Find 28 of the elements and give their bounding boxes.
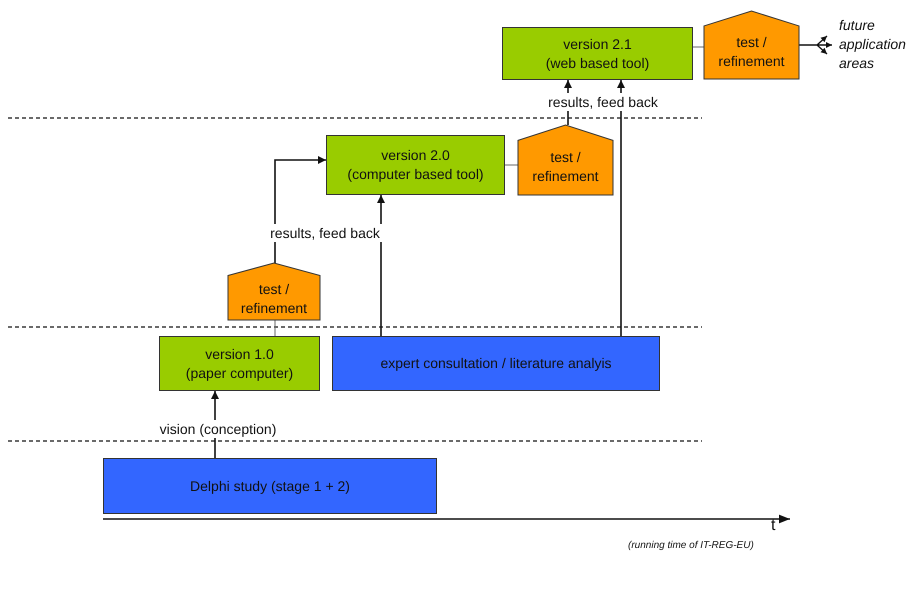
node-text: future application areas [839,16,907,72]
node-text: test / refinement [240,280,308,318]
node-text: version 2.1 [563,34,632,54]
node-text: (paper computer) [186,364,294,382]
test-pentagon [228,263,320,320]
node-text: version 1.0 [205,344,274,364]
node-text: (web based tool) [546,54,650,72]
version-box [326,135,505,195]
connector-line [504,164,518,166]
version-box [159,336,320,391]
fork-arrow [798,35,833,55]
process-box [332,336,660,391]
connector-line [274,320,276,336]
connector-line [692,46,704,48]
node-text: test / refinement [531,148,600,186]
arrow [274,156,326,263]
node-text: Delphi study (stage 1 + 2) [190,476,350,496]
arrow [617,80,625,336]
test-pentagon [518,125,613,195]
process-box [103,458,437,514]
axis-note: (running time of IT-REG-EU) [628,540,754,551]
node-text: test / refinement [717,33,786,71]
axis-label: t [771,517,776,535]
node-text: expert consultation / literature analyis [380,354,612,373]
test-pentagon [704,11,799,79]
node-text: (computer based tool) [347,165,484,184]
version-box [502,27,693,80]
node-text: version 2.0 [381,146,450,165]
